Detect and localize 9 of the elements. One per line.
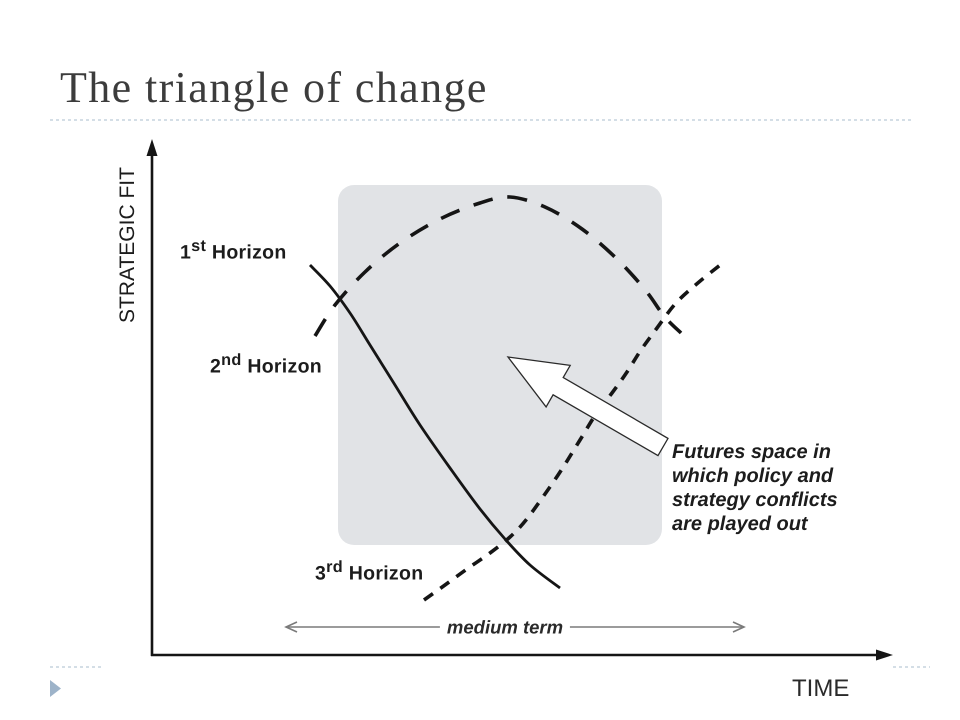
callout-text: Futures space in which policy and strategy conflicts are played out	[672, 440, 860, 536]
axis-label: STRATEGIC FIT	[116, 167, 140, 323]
shaded-region	[338, 185, 662, 545]
curve-label: 3$^{rd}$ Horizon	[315, 558, 424, 585]
curve-label: 2$^{nd}$ Horizon	[210, 351, 322, 378]
curve-label: 1$^{st}$ Horizon	[180, 237, 287, 264]
block-arrow	[506, 356, 669, 456]
axis-label: TIME	[792, 675, 850, 703]
slide-title: The triangle of change	[60, 62, 488, 113]
